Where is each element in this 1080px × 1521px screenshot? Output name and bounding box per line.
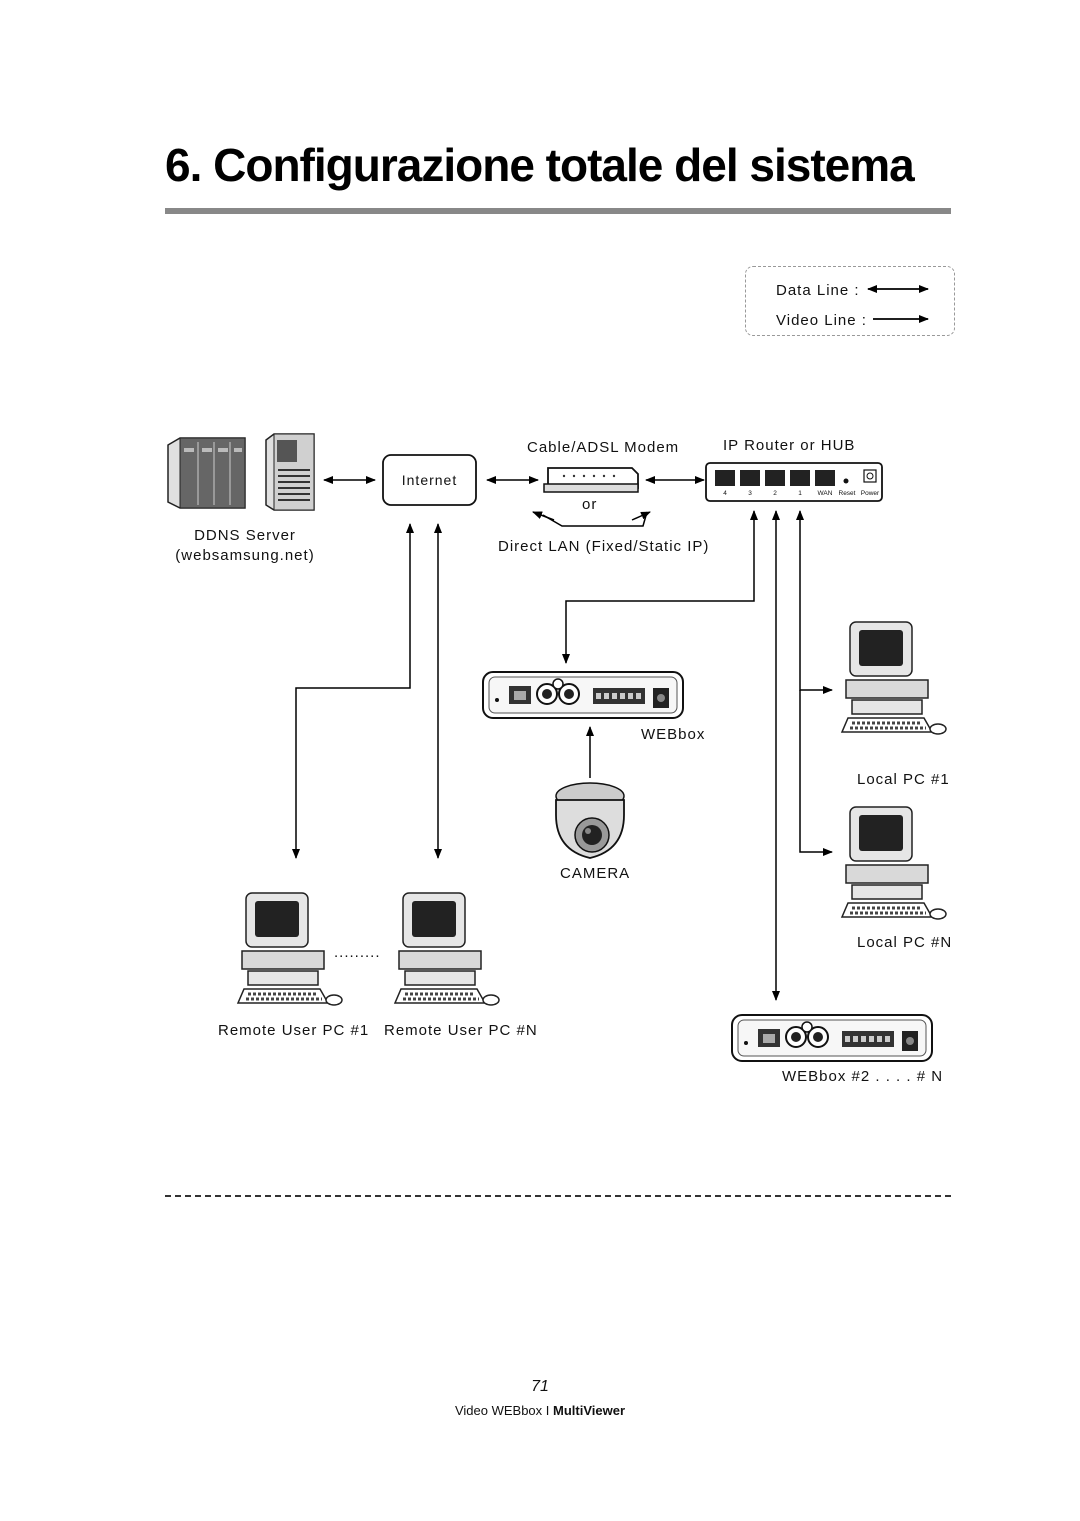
webbox-icon xyxy=(482,671,684,719)
footer-product: Video WEBbox xyxy=(454,1403,543,1418)
webbox-label: WEBbox xyxy=(641,726,706,743)
router-port-1: 1 xyxy=(798,490,802,497)
ddns-server-label: DDNS Server xyxy=(194,527,296,544)
title-rule xyxy=(165,208,951,214)
router-port-2: 2 xyxy=(773,490,777,497)
router-port-3: 3 xyxy=(748,490,752,497)
router-localpc1-line xyxy=(796,510,833,694)
router-localpcN-line xyxy=(799,690,833,856)
local-pc-1-label: Local PC #1 xyxy=(857,771,950,788)
internet-remote1-line xyxy=(292,523,414,859)
internet-label: Internet xyxy=(401,472,458,488)
ddns-url-label: (websamsung.net) xyxy=(175,547,315,564)
modem-label: Cable/ADSL Modem xyxy=(527,439,680,456)
remote-pc-n-label: Remote User PC #N xyxy=(384,1022,538,1039)
router-power: Power xyxy=(861,490,880,497)
internet-box xyxy=(382,454,477,506)
or-connector xyxy=(542,511,648,527)
connections xyxy=(292,476,833,1001)
ddns-server-icon xyxy=(167,433,315,511)
page-title: 6. Configurazione totale del sistema xyxy=(165,139,915,191)
router-webbox-line xyxy=(562,510,758,664)
remote-pc-n-icon xyxy=(393,891,501,1007)
more-pcs-dots: ......... xyxy=(334,944,381,961)
local-pc-n-icon xyxy=(840,805,948,921)
router-port-wan: WAN xyxy=(818,490,833,497)
remote-pc-1-icon xyxy=(236,891,344,1007)
footer-app: MultiViewer xyxy=(553,1403,626,1418)
router-label: IP Router or HUB xyxy=(723,437,856,454)
bottom-dashed-rule xyxy=(165,1195,951,1197)
local-pc-n-label: Local PC #N xyxy=(857,934,953,951)
footer-separator: I xyxy=(545,1403,550,1418)
webbox-2-label: WEBbox #2 . . . . # N xyxy=(782,1068,944,1085)
remote-pc-1-label: Remote User PC #1 xyxy=(218,1022,370,1039)
page-number: 71 xyxy=(531,1378,549,1395)
direct-lan-label: Direct LAN (Fixed/Static IP) xyxy=(498,538,710,555)
legend: Data Line : Video Line : xyxy=(745,266,955,336)
router-reset: Reset xyxy=(839,490,856,497)
or-label: or xyxy=(582,496,598,513)
router-port-4: 4 xyxy=(723,490,727,497)
camera-icon xyxy=(555,782,625,859)
footer: Video WEBbox I MultiViewer xyxy=(0,1403,1080,1418)
legend-data-line: Data Line : xyxy=(776,282,860,299)
local-pc-1-icon xyxy=(840,620,948,736)
modem-icon xyxy=(543,467,639,493)
webbox2-icon xyxy=(731,1014,933,1062)
legend-video-line: Video Line : xyxy=(776,312,867,329)
camera-label: CAMERA xyxy=(560,865,631,882)
router-icon: 4 3 2 1 WAN Reset Power xyxy=(705,462,883,502)
